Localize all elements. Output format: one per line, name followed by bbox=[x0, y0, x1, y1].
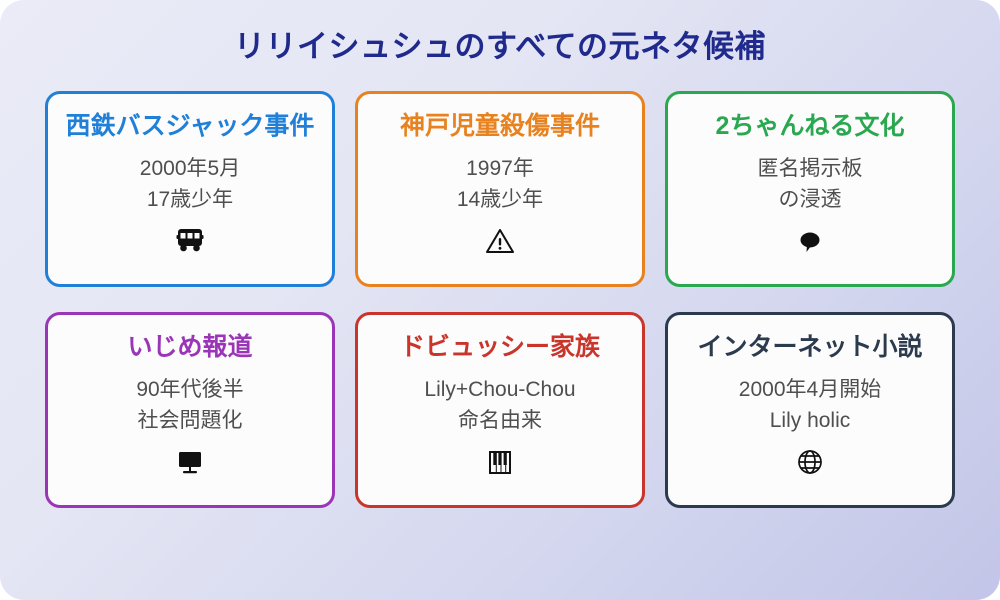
card-detail-lines: 1997年 14歳少年 bbox=[457, 155, 543, 215]
card-line-1: 匿名掲示板 bbox=[757, 156, 863, 180]
card-line-2: 命名由来 bbox=[458, 408, 542, 432]
card-line-2: 14歳少年 bbox=[456, 187, 544, 211]
television-icon bbox=[175, 445, 205, 479]
page-title: リリイシュシュのすべての元ネタ候補 bbox=[233, 29, 767, 64]
card-line-1: Lily+Chou-Chou bbox=[424, 377, 576, 401]
card-title: インターネット小説 bbox=[697, 333, 923, 362]
card-detail-lines: 2000年4月開始 Lily holic bbox=[739, 376, 881, 436]
card-detail-lines: Lily+Chou-Chou 命名由来 bbox=[424, 376, 575, 436]
card-title: 神戸児童殺傷事件 bbox=[399, 112, 600, 141]
card-title: 西鉄バスジャック事件 bbox=[65, 112, 315, 141]
card-grid: 西鉄バスジャック事件 2000年5月 17歳少年 神戸児 bbox=[45, 91, 955, 509]
piano-keys-icon bbox=[486, 445, 514, 479]
card-line-2: 17歳少年 bbox=[146, 187, 234, 211]
card-nishitetsu-bus-hijacking[interactable]: 西鉄バスジャック事件 2000年5月 17歳少年 bbox=[45, 91, 335, 288]
card-line-2: 社会問題化 bbox=[137, 408, 243, 432]
card-line-2: の浸透 bbox=[778, 187, 842, 211]
card-title: 2ちゃんねる文化 bbox=[715, 112, 905, 141]
card-line-1: 2000年4月開始 bbox=[738, 377, 882, 401]
card-detail-lines: 2000年5月 17歳少年 bbox=[140, 155, 240, 215]
card-detail-lines: 匿名掲示板 の浸透 bbox=[758, 155, 863, 215]
card-kobe-child-murders[interactable]: 神戸児童殺傷事件 1997年 14歳少年 bbox=[355, 91, 645, 288]
card-debussy-family[interactable]: ドビュッシー家族 Lily+Chou-Chou 命名由来 bbox=[355, 312, 645, 509]
card-line-1: 90年代後半 bbox=[136, 377, 244, 401]
card-bullying-coverage[interactable]: いじめ報道 90年代後半 社会問題化 bbox=[45, 312, 335, 509]
card-detail-lines: 90年代後半 社会問題化 bbox=[136, 376, 243, 436]
card-line-1: 2000年5月 bbox=[139, 156, 241, 180]
globe-icon bbox=[795, 445, 825, 479]
card-2channel-culture[interactable]: 2ちゃんねる文化 匿名掲示板 の浸透 bbox=[665, 91, 955, 288]
bus-icon bbox=[175, 224, 205, 258]
card-internet-novel[interactable]: インターネット小説 2000年4月開始 Lily holic bbox=[665, 312, 955, 509]
card-line-2: Lily holic bbox=[769, 408, 851, 432]
warning-triangle-icon bbox=[485, 224, 515, 258]
card-line-1: 1997年 bbox=[466, 156, 534, 180]
card-title: いじめ報道 bbox=[127, 333, 253, 362]
card-title: ドビュッシー家族 bbox=[399, 333, 600, 362]
speech-bubble-icon bbox=[795, 224, 825, 258]
